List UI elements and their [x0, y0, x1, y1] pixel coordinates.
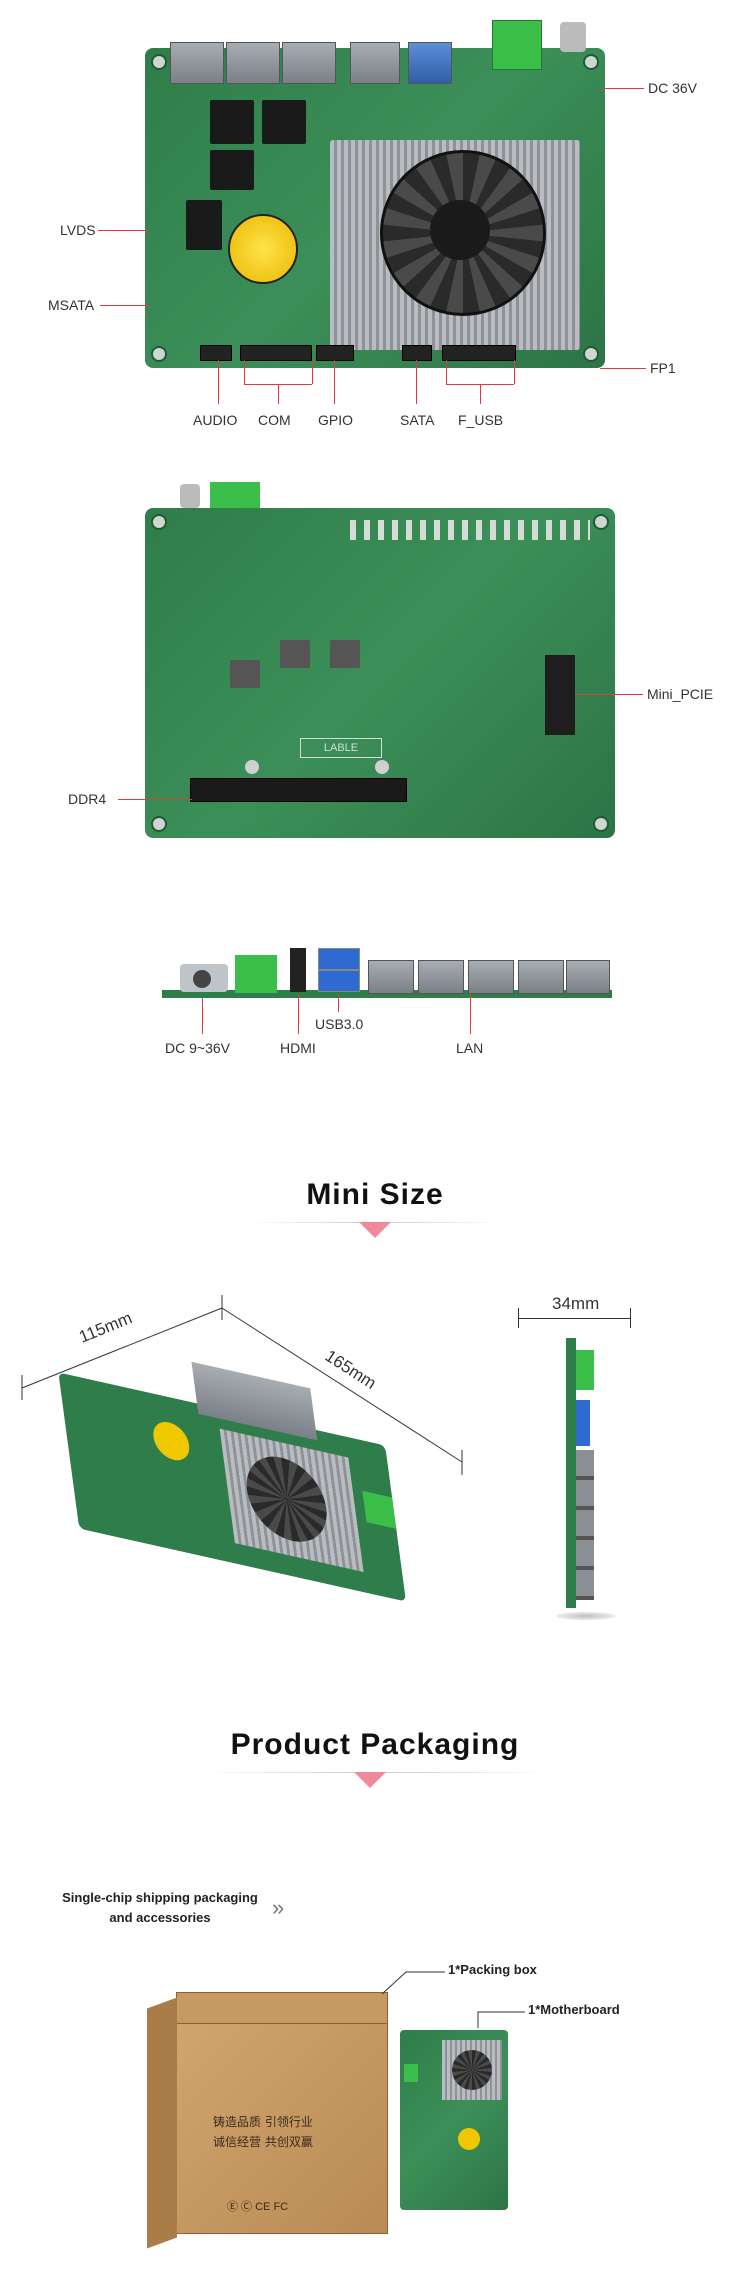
packaging-intro-line1: Single-chip shipping packaging — [62, 1890, 258, 1905]
rj45-port — [350, 42, 400, 84]
label-fp1: FP1 — [650, 360, 676, 376]
usb-port — [318, 948, 360, 970]
dimension-lines — [21, 1295, 463, 1475]
label-ddr4: DDR4 — [68, 791, 107, 807]
rj45-port — [368, 960, 414, 994]
down-triangle-icon — [354, 1772, 386, 1788]
label-usb30: USB3.0 — [315, 1016, 364, 1032]
dimension-height-line — [518, 1318, 630, 1319]
board-side-profile — [566, 1338, 576, 1608]
section-title-product-packaging: Product Packaging — [230, 1728, 520, 1761]
packaging-intro: Single-chip shipping packaging and acces… — [40, 1888, 280, 1928]
hdmi-port — [290, 948, 306, 992]
label-motherboard: 1*Motherboard — [528, 2002, 620, 2017]
rj45-port — [566, 960, 610, 994]
rj45-port — [226, 42, 280, 84]
pcb-edge — [162, 990, 612, 998]
down-triangle-icon — [359, 1222, 391, 1238]
power-terminal — [492, 20, 542, 70]
label-sata: SATA — [400, 412, 435, 428]
usb-port — [408, 42, 452, 84]
dimension-height: 34mm — [552, 1294, 600, 1313]
power-terminal — [235, 955, 277, 993]
ddr4-slot — [190, 778, 407, 802]
label-lvds: LVDS — [60, 222, 96, 238]
packaging-intro-line2: and accessories — [109, 1910, 211, 1925]
label-com: COM — [258, 412, 291, 428]
rj45-port — [170, 42, 224, 84]
packing-box: 铸造品质 引领行业 诚信经营 共创双赢 Ⓔ Ⓒ CE FC — [147, 1992, 388, 2249]
cmos-battery — [228, 214, 298, 284]
box-text-line1: 铸造品质 引领行业 — [213, 2115, 313, 2129]
label-lan: LAN — [456, 1040, 484, 1056]
silk-label: LABLE — [323, 742, 359, 754]
box-text-line2: 诚信经营 共创双赢 — [213, 2135, 313, 2149]
label-f-usb: F_USB — [458, 412, 504, 428]
rj45-port — [518, 960, 564, 994]
rj45-port — [468, 960, 514, 994]
power-terminal — [210, 482, 260, 510]
label-dc-36v: DC 36V — [648, 80, 698, 96]
rj45-port — [282, 42, 336, 84]
rj45-port — [418, 960, 464, 994]
label-hdmi: HDMI — [280, 1040, 316, 1056]
double-chevron-icon: » — [272, 1895, 285, 1920]
mini-pcie-slot — [545, 655, 575, 735]
label-gpio: GPIO — [318, 412, 354, 428]
section-title-mini-size: Mini Size — [306, 1178, 444, 1211]
label-audio: AUDIO — [193, 412, 238, 428]
label-mini-pcie: Mini_PCIE — [647, 686, 714, 702]
label-packing-box: 1*Packing box — [448, 1962, 537, 1977]
dc-jack — [560, 22, 586, 52]
label-msata: MSATA — [48, 297, 95, 313]
usb-port — [318, 970, 360, 992]
label-dc-9-36v: DC 9~36V — [165, 1040, 230, 1056]
packaging-callout-lines — [381, 1971, 525, 2028]
certification-marks-icon: Ⓔ Ⓒ CE FC — [227, 2201, 289, 2213]
